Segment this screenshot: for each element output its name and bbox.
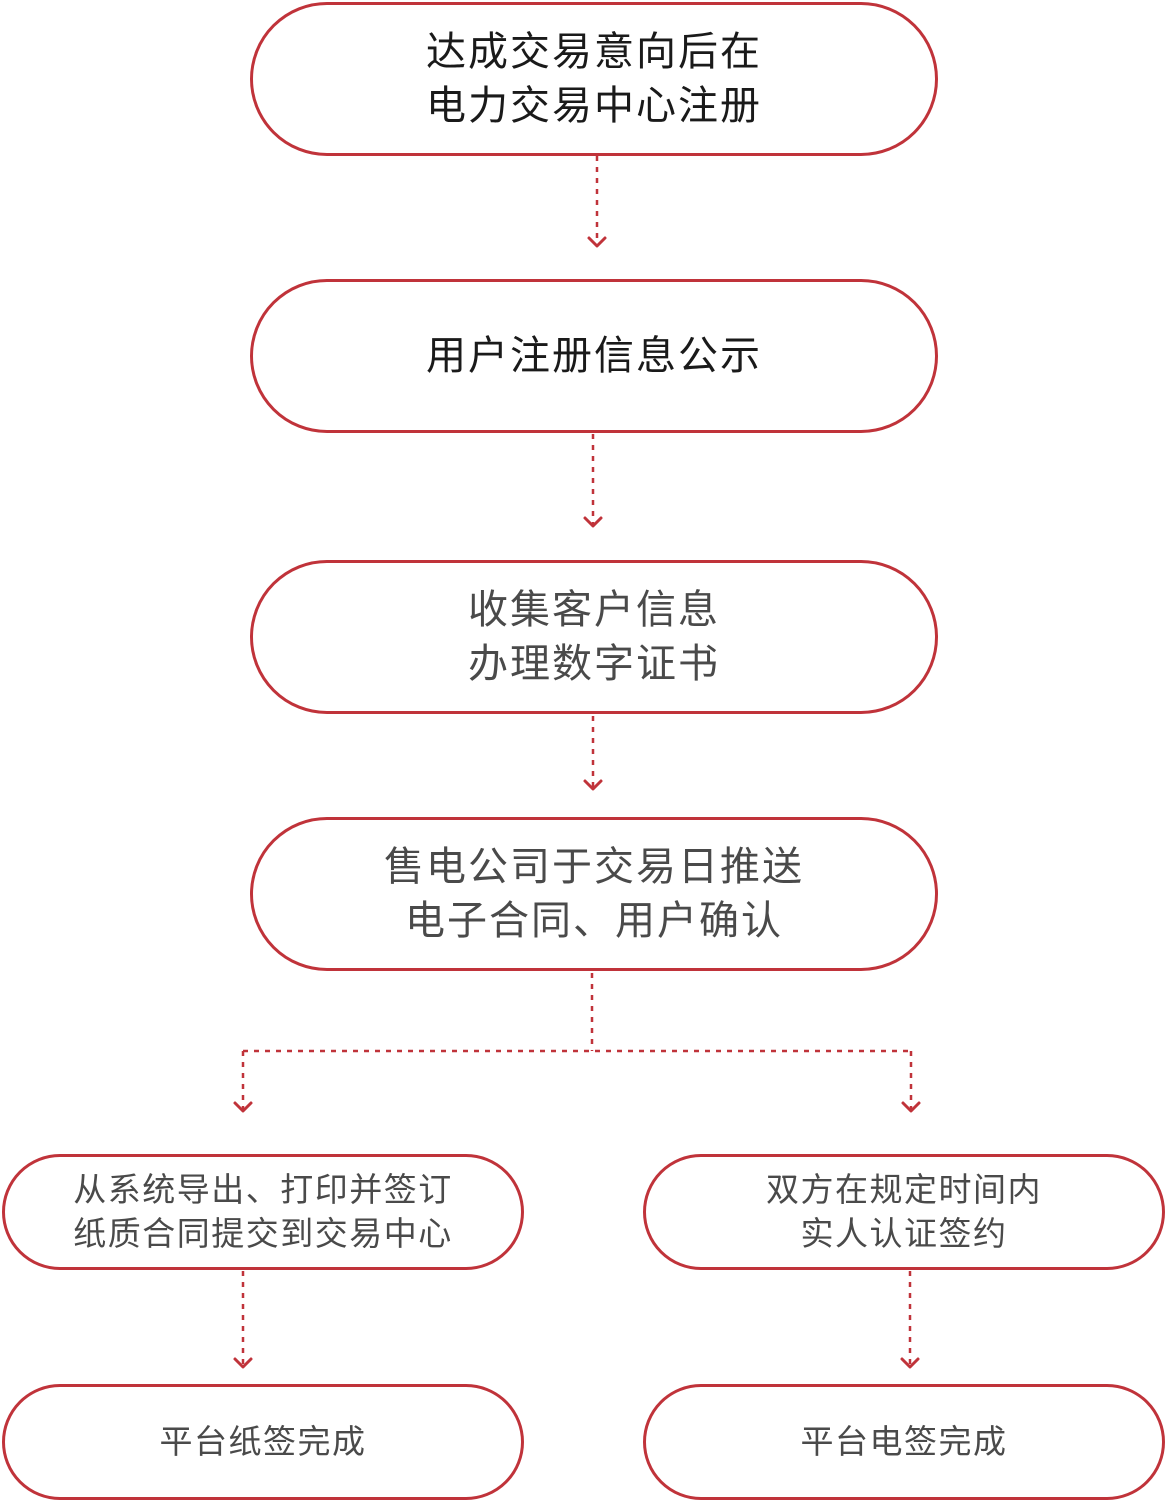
- step-contract-push: 售电公司于交易日推送 电子合同、用户确认: [250, 817, 938, 971]
- step-register: 达成交易意向后在 电力交易中心注册: [250, 2, 938, 156]
- step-certificate: 收集客户信息 办理数字证书: [250, 560, 938, 714]
- arrowhead-split-left: [233, 1101, 253, 1113]
- branch-left-complete: 平台纸签完成: [2, 1384, 524, 1500]
- branch-left-paper-sign-line-2: 纸质合同提交到交易中心: [73, 1214, 453, 1253]
- arrowhead-1-2: [587, 236, 607, 248]
- step-publicity-line-1: 用户注册信息公示: [426, 333, 762, 379]
- step-register-line-2: 电力交易中心注册: [426, 83, 762, 129]
- branch-right-e-sign-line-2: 实人认证签约: [800, 1214, 1008, 1253]
- step-contract-push-line-2: 电子合同、用户确认: [405, 898, 783, 944]
- branch-right-complete: 平台电签完成: [643, 1384, 1165, 1500]
- step-certificate-line-1: 收集客户信息: [468, 587, 720, 633]
- branch-right-complete-line-1: 平台电签完成: [800, 1422, 1008, 1461]
- arrowhead-split-right: [901, 1101, 921, 1113]
- arrowhead-right-final: [900, 1357, 920, 1369]
- branch-right-e-sign: 双方在规定时间内 实人认证签约: [643, 1154, 1165, 1270]
- arrowhead-3-4: [583, 779, 603, 791]
- step-publicity: 用户注册信息公示: [250, 279, 938, 433]
- arrowhead-2-3: [583, 516, 603, 528]
- step-certificate-line-2: 办理数字证书: [468, 641, 720, 687]
- step-register-line-1: 达成交易意向后在: [426, 29, 762, 75]
- step-contract-push-line-1: 售电公司于交易日推送: [384, 844, 804, 890]
- arrowhead-left-final: [233, 1357, 253, 1369]
- branch-left-complete-line-1: 平台纸签完成: [159, 1422, 367, 1461]
- branch-right-e-sign-line-1: 双方在规定时间内: [766, 1170, 1042, 1209]
- branch-left-paper-sign: 从系统导出、打印并签订 纸质合同提交到交易中心: [2, 1154, 524, 1270]
- branch-left-paper-sign-line-1: 从系统导出、打印并签订: [73, 1170, 453, 1209]
